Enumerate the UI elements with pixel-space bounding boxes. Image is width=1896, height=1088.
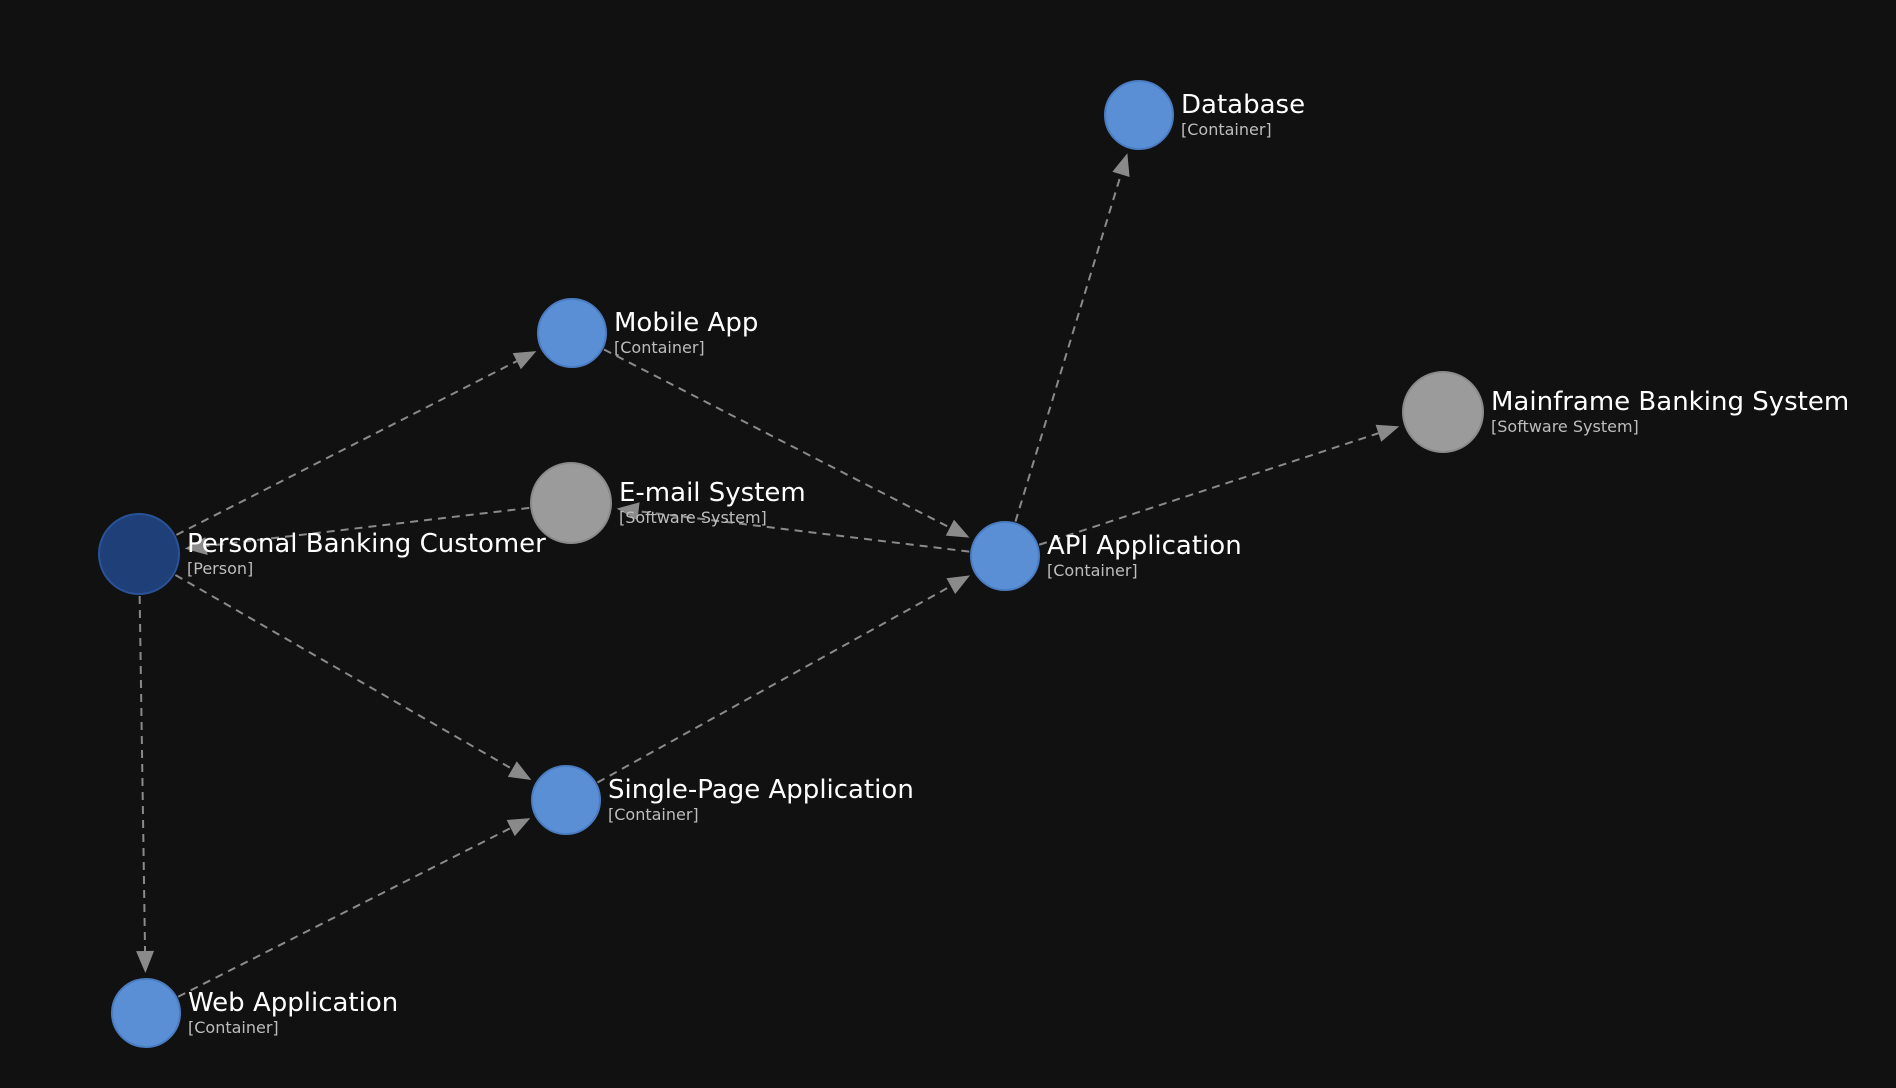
edge-line bbox=[603, 348, 951, 529]
node-mainframe[interactable]: Mainframe Banking System[Software System… bbox=[1402, 371, 1849, 453]
edge-line bbox=[175, 360, 518, 536]
arrowhead-icon bbox=[1375, 424, 1400, 442]
edge-line bbox=[138, 595, 147, 952]
edge-api-to-database bbox=[1014, 153, 1130, 522]
node-subtitle: [Software System] bbox=[619, 508, 767, 527]
edge-line bbox=[1014, 174, 1122, 522]
edge-line bbox=[596, 585, 952, 784]
node-circle[interactable] bbox=[98, 513, 180, 595]
edge-customer-to-spa bbox=[174, 574, 532, 781]
edges-layer bbox=[136, 153, 1400, 998]
edge-mobile-to-api bbox=[603, 348, 970, 538]
node-subtitle: [Container] bbox=[608, 805, 699, 824]
node-email[interactable]: E-mail System[Software System] bbox=[530, 462, 806, 544]
node-title: Database bbox=[1181, 90, 1305, 120]
node-subtitle: [Container] bbox=[1181, 120, 1272, 139]
arrowhead-icon bbox=[512, 351, 537, 370]
arrowhead-icon bbox=[507, 761, 532, 781]
edge-api-to-mainframe bbox=[1038, 424, 1400, 546]
node-circle[interactable] bbox=[537, 298, 607, 368]
node-subtitle: [Software System] bbox=[1491, 417, 1639, 436]
node-circle[interactable] bbox=[111, 978, 181, 1048]
edge-line bbox=[206, 506, 530, 548]
node-title: Single-Page Application bbox=[608, 775, 914, 805]
edge-line bbox=[174, 574, 513, 770]
node-circle[interactable] bbox=[531, 765, 601, 835]
edge-customer-to-mobile bbox=[175, 351, 537, 536]
edge-api-to-email bbox=[616, 502, 970, 553]
node-subtitle: [Person] bbox=[187, 559, 253, 578]
node-title: Personal Banking Customer bbox=[187, 529, 546, 559]
node-circle[interactable] bbox=[1104, 80, 1174, 150]
edge-web-to-spa bbox=[177, 818, 531, 998]
arrowhead-icon bbox=[1112, 153, 1130, 177]
arrowhead-icon bbox=[946, 575, 971, 594]
node-circle[interactable] bbox=[1402, 371, 1484, 453]
nodes-layer: Personal Banking Customer[Person] Mobile … bbox=[98, 80, 1849, 1048]
arrowhead-icon bbox=[136, 950, 155, 974]
node-title: Mainframe Banking System bbox=[1491, 387, 1849, 417]
node-spa[interactable]: Single-Page Application[Container] bbox=[531, 765, 914, 835]
edge-line bbox=[177, 827, 512, 998]
node-subtitle: [Container] bbox=[188, 1018, 279, 1037]
arrowhead-icon bbox=[506, 818, 531, 837]
edge-spa-to-api bbox=[596, 575, 971, 784]
node-mobile[interactable]: Mobile App[Container] bbox=[537, 298, 758, 368]
edge-line bbox=[1038, 432, 1379, 546]
node-database[interactable]: Database[Container] bbox=[1104, 80, 1305, 150]
node-customer[interactable]: Personal Banking Customer[Person] bbox=[98, 513, 546, 595]
arrowhead-icon bbox=[945, 519, 970, 538]
node-web[interactable]: Web Application[Container] bbox=[111, 978, 398, 1048]
node-title: Web Application bbox=[188, 988, 398, 1018]
node-circle[interactable] bbox=[530, 462, 612, 544]
node-title: Mobile App bbox=[614, 308, 758, 338]
arrowhead-icon bbox=[616, 502, 640, 521]
node-title: E-mail System bbox=[619, 478, 806, 508]
edge-email-to-customer bbox=[184, 506, 530, 555]
node-circle[interactable] bbox=[970, 521, 1040, 591]
edge-customer-to-web bbox=[136, 595, 155, 974]
node-subtitle: [Container] bbox=[1047, 561, 1138, 580]
node-subtitle: [Container] bbox=[614, 338, 705, 357]
node-api[interactable]: API Application[Container] bbox=[970, 521, 1242, 591]
node-title: API Application bbox=[1047, 531, 1242, 561]
arrowhead-icon bbox=[184, 537, 208, 555]
